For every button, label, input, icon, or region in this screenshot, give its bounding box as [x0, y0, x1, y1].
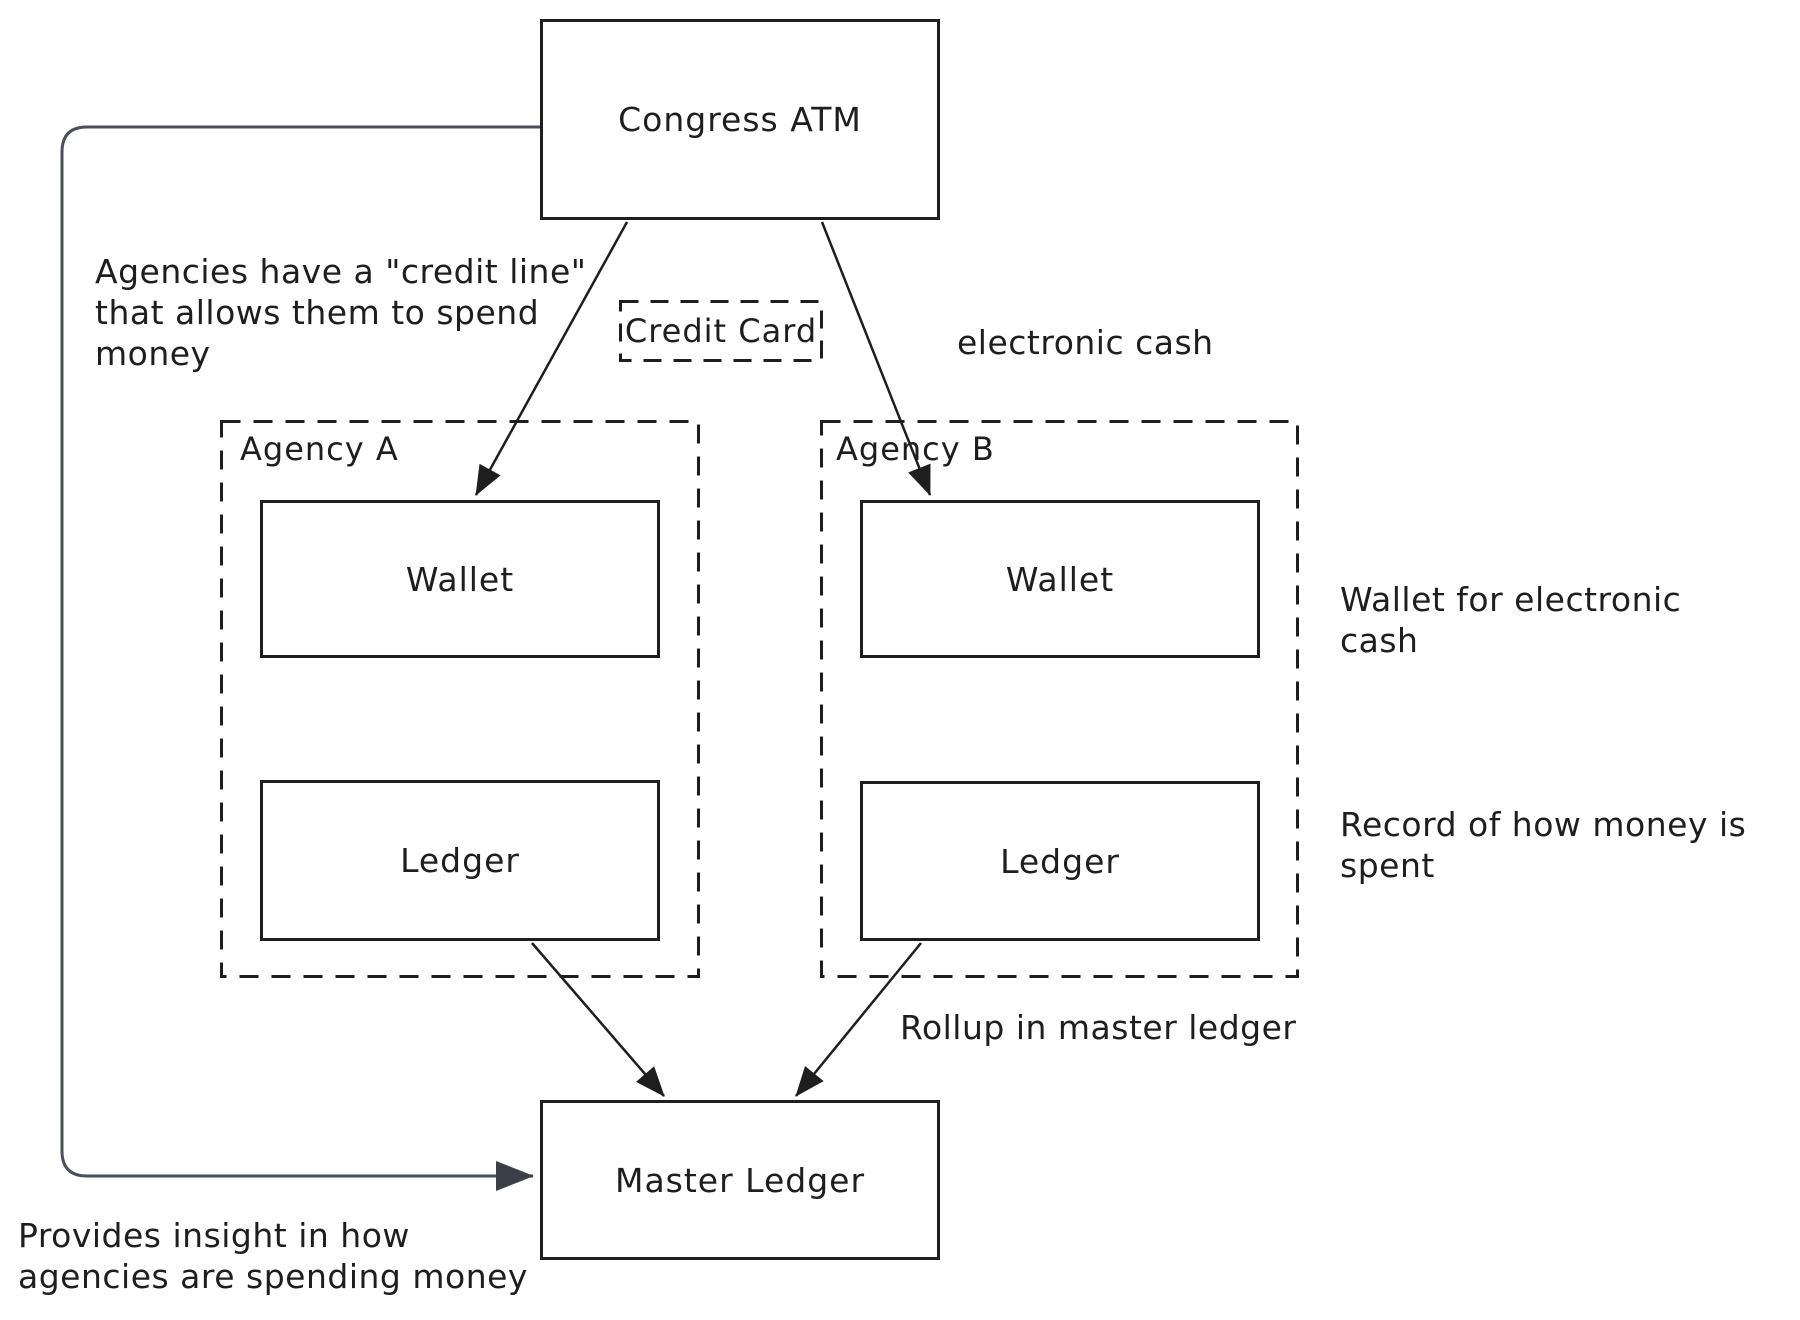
- annotation-credit-line: Agencies have a "credit line" that allow…: [95, 252, 587, 373]
- arrow-congress-to-wallet-b: [820, 221, 932, 496]
- node-master-ledger-label: Master Ledger: [614, 1160, 866, 1200]
- node-wallet-b-label: Wallet: [1005, 559, 1115, 599]
- agency-b-container-label: Agency B: [836, 430, 995, 468]
- annotation-wallet-for-electronic-cash: Wallet for electronic cash: [1340, 580, 1682, 660]
- node-congress-atm: Congress ATM: [540, 19, 940, 220]
- annotation-provides-insight: Provides insight in how agencies are spe…: [18, 1216, 528, 1296]
- agency-a-dashed-border: [220, 420, 700, 978]
- node-credit-card: Credit Card: [620, 300, 822, 361]
- node-credit-card-label: Credit Card: [624, 311, 818, 350]
- node-wallet-a-label: Wallet: [405, 559, 515, 599]
- node-ledger-b-label: Ledger: [1000, 841, 1120, 881]
- node-congress-atm-label: Congress ATM: [618, 100, 862, 139]
- annotation-rollup-master-ledger: Rollup in master ledger: [900, 1008, 1297, 1047]
- node-ledger-agency-b: Ledger: [860, 781, 1260, 941]
- credit-card-dashed-border: [619, 300, 823, 362]
- annotation-record-of-spending: Record of how money is spent: [1340, 805, 1747, 885]
- arrow-ledger-b-to-master: [795, 942, 922, 1097]
- arrow-congress-to-wallet-a: [474, 221, 629, 496]
- node-master-ledger: Master Ledger: [540, 1100, 940, 1260]
- arrow-ledger-a-to-master: [531, 942, 665, 1097]
- node-wallet-agency-b: Wallet: [860, 500, 1260, 658]
- agency-a-container-label: Agency A: [240, 430, 399, 468]
- node-ledger-agency-a: Ledger: [260, 780, 660, 941]
- node-ledger-a-label: Ledger: [400, 841, 520, 880]
- node-wallet-agency-a: Wallet: [260, 500, 660, 658]
- agency-b-dashed-border: [820, 420, 1299, 978]
- annotation-electronic-cash: electronic cash: [957, 323, 1214, 362]
- connector-congress-to-master: [60, 125, 540, 1191]
